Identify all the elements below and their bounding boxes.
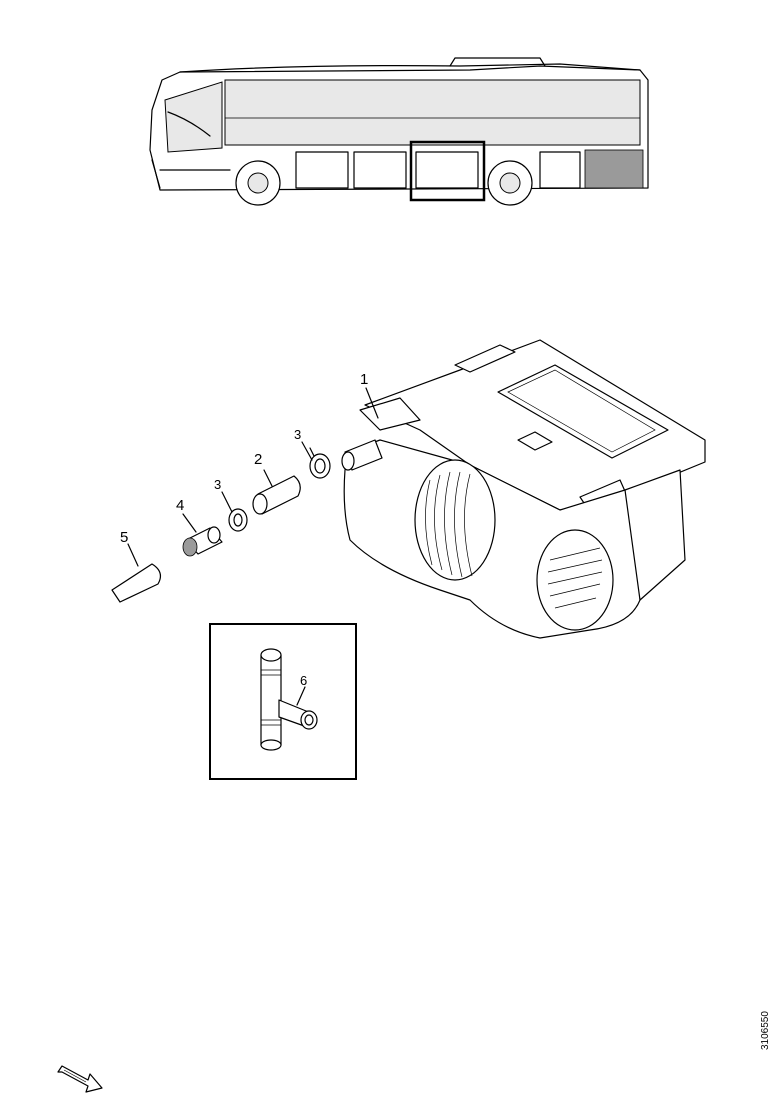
callout-3-upper: 3	[294, 427, 302, 442]
callout-3-lower: 3	[214, 477, 222, 492]
callout-4: 4	[176, 497, 185, 514]
callout-6: 6	[300, 673, 308, 688]
callout-2: 2	[254, 451, 263, 468]
document-id: 3106550	[760, 1011, 771, 1050]
callout-5: 5	[120, 529, 129, 546]
inset-detail-box	[209, 623, 357, 780]
location-highlight-box	[409, 140, 486, 202]
t-connector-drawing	[260, 648, 318, 751]
callout-1: 1	[360, 371, 369, 388]
